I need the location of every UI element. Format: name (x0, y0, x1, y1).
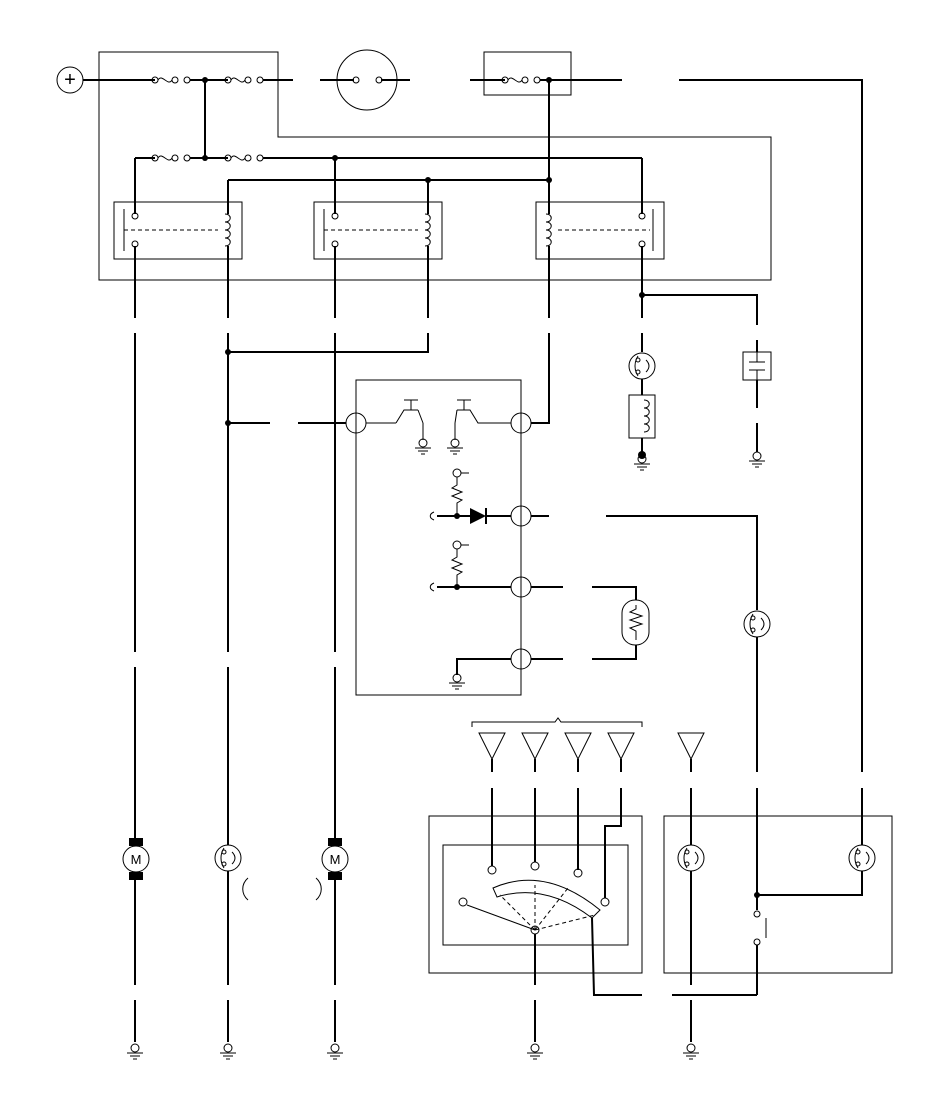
flasher-coil (628, 394, 656, 439)
relay-3 (535, 201, 665, 260)
indicator-bulb-3 (214, 844, 242, 872)
motor-2: M (321, 838, 349, 880)
connector-pin-2 (521, 732, 549, 760)
relay-2 (313, 201, 443, 260)
main-fuse-2 (224, 76, 264, 84)
auxiliary-fuse-holder (470, 51, 622, 96)
round-connector (320, 49, 410, 111)
relay-1 (113, 201, 243, 260)
selector-switch-assembly (428, 788, 643, 996)
fuse-relay-box (98, 51, 772, 281)
ground-symbol-4 (526, 1043, 544, 1060)
ground-symbol-3 (326, 1043, 344, 1060)
ground-symbol-capacitor (748, 451, 766, 468)
battery-positive-symbol: + (56, 66, 84, 94)
temperature-sensor (592, 586, 650, 660)
motor-2-label: M (330, 852, 341, 867)
motor-1: M (122, 838, 150, 880)
indicator-bulb-1 (628, 352, 656, 380)
connector-pin-4 (607, 732, 635, 760)
motor-1-label: M (131, 852, 142, 867)
connector-pin-1 (478, 732, 506, 760)
right-feed-wire (679, 79, 863, 772)
gauge-lamp-box (663, 788, 893, 996)
connector-pin-3 (564, 732, 592, 760)
main-fuse-1 (151, 76, 191, 84)
relay-fuse-1 (151, 154, 191, 162)
capacitor (742, 351, 772, 381)
connector-pin-5 (677, 732, 705, 760)
ground-symbol-2 (219, 1043, 237, 1060)
ground-symbol-1 (126, 1043, 144, 1060)
positive-symbol-label: + (64, 69, 76, 91)
relay-fuse-2 (224, 154, 264, 162)
indicator-bulb-2 (743, 610, 771, 638)
control-module (345, 379, 532, 696)
ground-symbol-5 (682, 1043, 700, 1060)
